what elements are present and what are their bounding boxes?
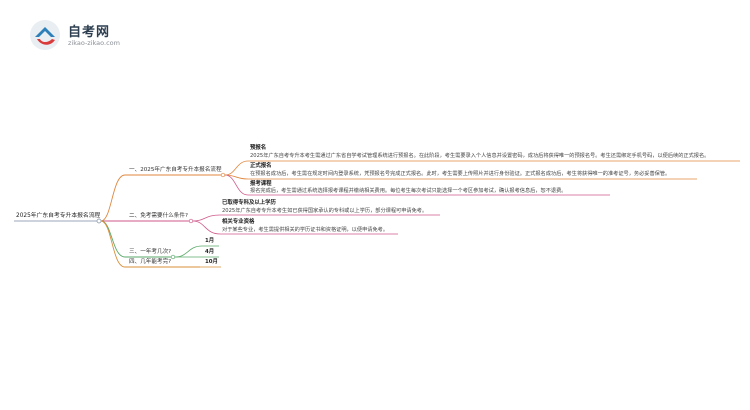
- node-2-2-title: 相关专业资格: [222, 219, 255, 225]
- mindmap-root: 2025年广东自考专升本报名流程: [16, 213, 101, 219]
- node-1-3-title: 报考课程: [250, 181, 272, 187]
- node-3-2-title: 4月: [205, 249, 215, 255]
- node-2-2-text: 对于某些专业，考生需提供相关的学历证书和资格证明，以便申请免考。: [222, 227, 389, 233]
- node-1-1-text: 2025年广东自考专升本考生需通过广东省自学考试管理系统进行预报名。在此阶段，考…: [250, 153, 710, 159]
- node-4-1-title: 10月: [205, 259, 218, 265]
- node-3-1-title: 1月: [205, 238, 215, 244]
- logo-title: 自考网: [68, 25, 111, 40]
- branch-4-label: 四、几年能考完?: [129, 259, 172, 265]
- node-2-1-text: 2025年广东自考专升本考生如已获得国家承认的专科或以上学历，部分课程可申请免考…: [222, 208, 428, 214]
- zikao-logo-icon: [30, 20, 60, 50]
- node-1-1-title: 预报名: [250, 145, 267, 151]
- branch-2-label: 二、免考需要什么条件?: [129, 213, 188, 219]
- site-logo[interactable]: 自考网 zikao-zikao.com: [28, 18, 148, 52]
- node-2-1-title: 已取得专科及以上学历: [222, 200, 276, 206]
- branch-1-label: 一、2025年广东自考专升本报名流程: [129, 167, 222, 173]
- node-1-2-title: 正式报名: [250, 163, 272, 169]
- branch-3-label: 三、一年考几次?: [129, 249, 172, 255]
- node-1-3-text: 报名完成后，考生需通过系统选择报考课程并缴纳相关费用。每位考生每次考试只能选择一…: [250, 188, 567, 194]
- logo-url: zikao-zikao.com: [68, 39, 120, 47]
- node-1-2-text: 在预报名成功后，考生需在规定时间内登录系统，凭预报名号完成正式报名。此时，考生需…: [250, 171, 671, 177]
